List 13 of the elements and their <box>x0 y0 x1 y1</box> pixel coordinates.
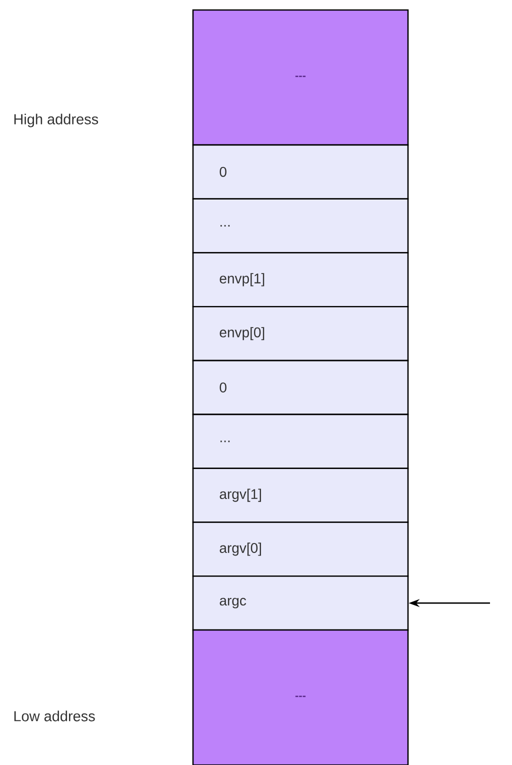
address-label: High address <box>14 114 98 128</box>
stack-cell: 0 <box>192 360 409 416</box>
address-label: Low address <box>14 710 95 722</box>
stack-cell: ... <box>192 198 409 254</box>
stack-cell: envp[1] <box>192 252 409 308</box>
memory-region-box: --- <box>192 9 409 146</box>
stack-cell: argv[1] <box>192 468 409 523</box>
stack-cell: argv[0] <box>192 522 409 577</box>
stack-cell: argc <box>192 576 409 631</box>
stack-cell: ... <box>192 414 409 469</box>
stack-cell: 0 <box>192 144 409 200</box>
stack-cell: envp[0] <box>192 306 409 362</box>
memory-region-box: --- <box>192 629 409 765</box>
